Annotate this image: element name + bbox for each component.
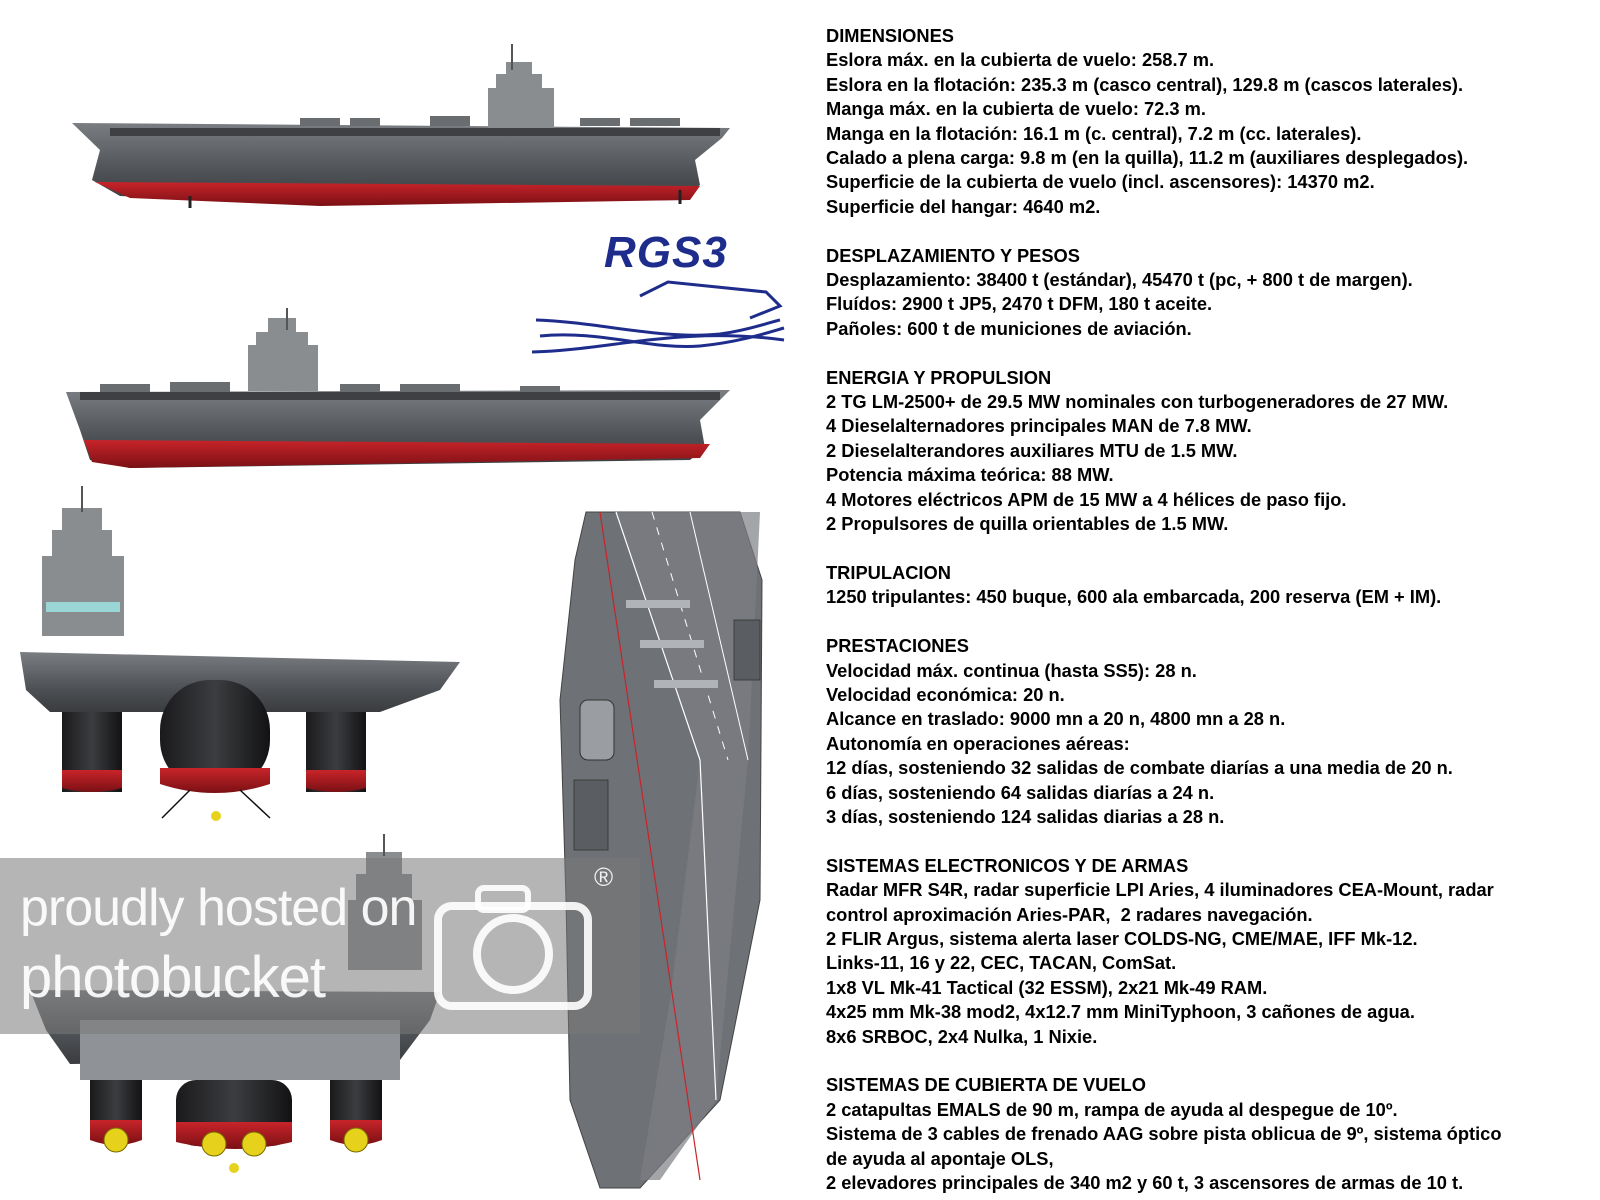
side-view-profile-1: [72, 44, 730, 208]
spec-line: Velocidad económica: 20 n.: [826, 683, 1065, 705]
watermark-line-1: proudly hosted on: [20, 879, 417, 937]
camera-icon: [434, 885, 592, 1010]
spec-line: 2 elevadores principales de 340 m2 y 60 …: [826, 1172, 1464, 1193]
spec-line: Radar MFR S4R, radar superficie LPI Arie…: [826, 879, 1494, 901]
spec-section: SISTEMAS ELECTRONICOS Y DE ARMAS Radar MF…: [826, 854, 1586, 1049]
spec-line: 1250 tripulantes: 450 buque, 600 ala emb…: [826, 586, 1442, 608]
section-heading: TRIPULACION: [826, 561, 951, 583]
spec-section: ENERGIA Y PROPULSION 2 TG LM-2500+ de 29.…: [826, 366, 1586, 537]
spec-line: Calado a plena carga: 9.8 m (en la quill…: [826, 147, 1469, 169]
spec-line: Superficie de la cubierta de vuelo (incl…: [826, 171, 1375, 193]
spec-line: Fluídos: 2900 t JP5, 2470 t DFM, 180 t a…: [826, 293, 1213, 315]
logo-swoosh: [531, 280, 785, 354]
spec-line: 6 días, sosteniendo 64 salidas diarías a…: [826, 781, 1215, 803]
spec-line: 2 catapultas EMALS de 90 m, rampa de ayu…: [826, 1098, 1398, 1120]
spec-line: Potencia máxima teórica: 88 MW.: [826, 464, 1114, 486]
spec-line: Eslora máx. en la cubierta de vuelo: 258…: [826, 49, 1215, 71]
spec-line: Desplazamiento: 38400 t (estándar), 4547…: [826, 269, 1413, 291]
spec-line: 2 TG LM-2500+ de 29.5 MW nominales con t…: [826, 391, 1449, 413]
spec-line: 2 Dieselalterandores auxiliares MTU de 1…: [826, 439, 1238, 461]
spec-line: 1x8 VL Mk-41 Tactical (32 ESSM), 2x21 Mk…: [826, 976, 1268, 998]
spec-line: 8x6 SRBOC, 2x4 Nulka, 1 Nixie.: [826, 1025, 1098, 1047]
section-heading: DIMENSIONES: [826, 25, 954, 46]
spec-line: de ayuda al apontaje OLS,: [826, 1147, 1054, 1169]
spec-line: Superficie del hangar: 4640 m2.: [826, 195, 1101, 217]
spec-line: Alcance en traslado: 9000 mn a 20 n, 480…: [826, 708, 1286, 730]
plan-view-flight-deck: [559, 511, 763, 1189]
spec-line: 12 días, sosteniendo 32 salidas de comba…: [826, 757, 1453, 779]
specifications-text: DIMENSIONES Eslora máx. en la cubierta de…: [826, 24, 1586, 1195]
spec-line: Links-11, 16 y 22, CEC, TACAN, ComSat.: [826, 952, 1177, 974]
spec-line: 2 FLIR Argus, sistema alerta laser COLDS…: [826, 927, 1418, 949]
spec-section: DIMENSIONES Eslora máx. en la cubierta de…: [826, 24, 1586, 219]
spec-section: DESPLAZAMIENTO Y PESOS Desplazamiento: 38…: [826, 244, 1586, 342]
spec-line: control aproximación Aries-PAR, 2 radare…: [826, 903, 1313, 925]
spec-line: Eslora en la flotación: 235.3 m (casco c…: [826, 73, 1464, 95]
spec-line: Sistema de 3 cables de frenado AAG sobre…: [826, 1123, 1502, 1145]
section-heading: SISTEMAS ELECTRONICOS Y DE ARMAS: [826, 854, 1189, 876]
spec-line: Manga máx. en la cubierta de vuelo: 72.3…: [826, 98, 1206, 120]
watermark-line-2: photobucket: [20, 945, 326, 1010]
photobucket-watermark: proudly hosted on photobucket ®: [0, 858, 640, 1034]
registered-mark: ®: [594, 862, 614, 892]
spec-line: 4x25 mm Mk-38 mod2, 4x12.7 mm MiniTyphoo…: [826, 1001, 1415, 1023]
spec-line: 3 días, sosteniendo 124 salidas diarias …: [826, 805, 1225, 827]
section-heading: SISTEMAS DE CUBIERTA DE VUELO: [826, 1074, 1146, 1096]
spec-line: 4 Motores eléctricos APM de 15 MW a 4 hé…: [826, 488, 1347, 510]
bow-view-1: [20, 486, 460, 821]
rgs3-logo-text: RGS3: [604, 228, 728, 277]
spec-line: 2 Propulsores de quilla orientables de 1…: [826, 513, 1229, 535]
section-heading: ENERGIA Y PROPULSION: [826, 366, 1052, 388]
section-heading: DESPLAZAMIENTO Y PESOS: [826, 244, 1080, 266]
spec-line: Autonomía en operaciones aéreas:: [826, 732, 1130, 754]
spec-line: Velocidad máx. continua (hasta SS5): 28 …: [826, 659, 1197, 681]
spec-section: TRIPULACION 1250 tripulantes: 450 buque, …: [826, 561, 1586, 610]
spec-line: 4 Dieselalternadores principales MAN de …: [826, 415, 1252, 437]
spec-line: Manga en la flotación: 16.1 m (c. centra…: [826, 122, 1362, 144]
section-heading: PRESTACIONES: [826, 635, 969, 657]
spec-line: Pañoles: 600 t de municiones de aviación…: [826, 317, 1192, 339]
side-view-profile-2: [66, 308, 730, 468]
